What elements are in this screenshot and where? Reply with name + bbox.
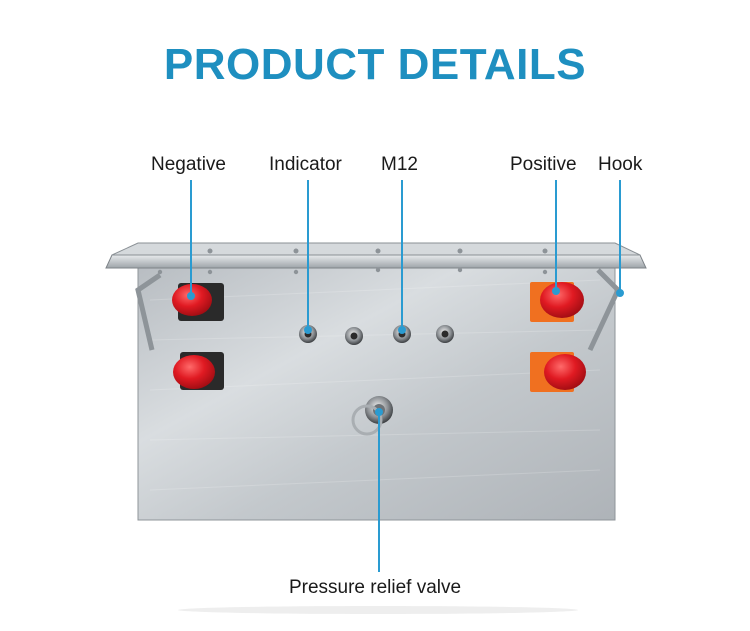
indicator-label: Indicator [269,154,342,175]
page-title: PRODUCT DETAILS [163,40,587,89]
pressure-relief-valve-label: Pressure relief valve [288,577,462,598]
left-hook [135,272,162,351]
positive-terminal-bottom [530,352,586,392]
negative-terminal-top [172,283,224,321]
positive-terminal-top [530,282,584,322]
connector-4 [436,325,454,343]
positive-label: Positive [510,154,577,175]
lid-flange [105,254,647,269]
negative-label: Negative [151,154,226,175]
hook-label: Hook [598,154,643,175]
m12-label: M12 [381,154,418,175]
negative-terminal-bottom [173,352,224,390]
connector-2 [345,327,363,345]
